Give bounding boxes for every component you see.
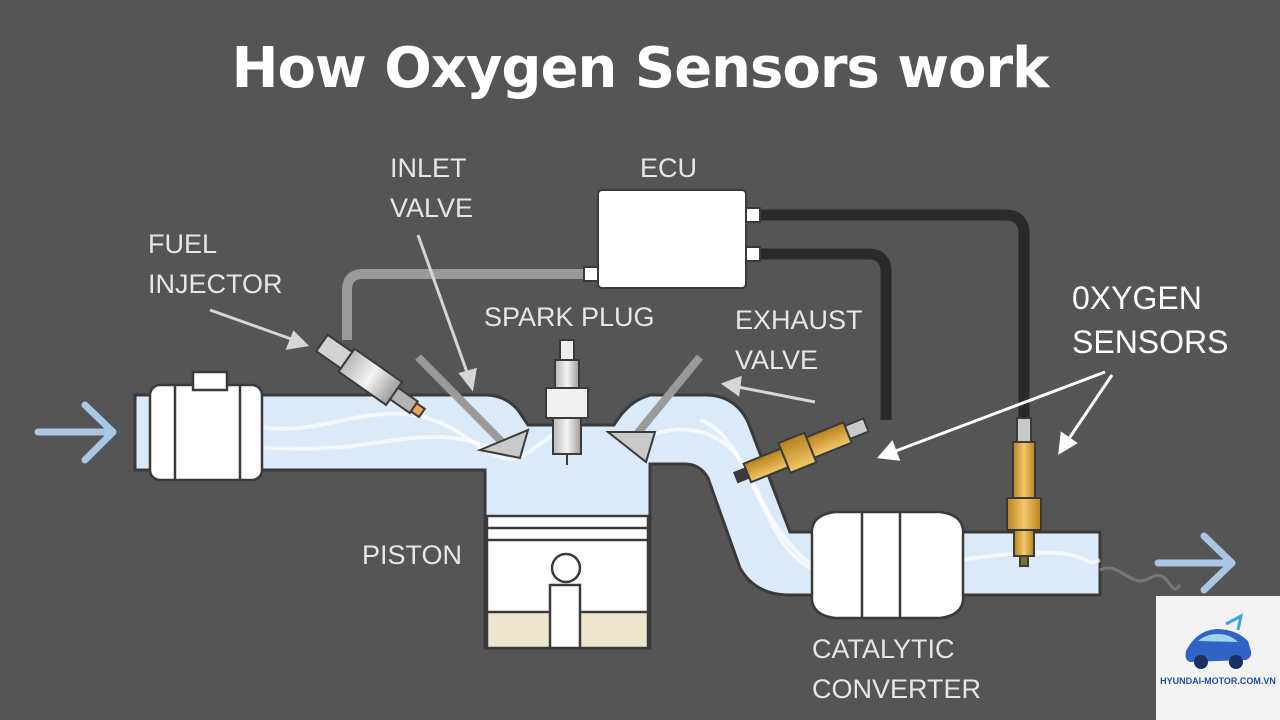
pointer-lines — [209, 234, 816, 404]
label-fuel-injector: FUEL INJECTOR — [148, 229, 283, 299]
ecu-box — [583, 189, 761, 289]
oxygen-sensor-upstream — [733, 417, 870, 484]
logo-text: HYUNDAI-MOTOR.COM.VN — [1160, 676, 1276, 686]
exhaust-smoke — [1099, 566, 1182, 591]
oxygen-sensor-pointers — [877, 370, 1114, 461]
exhaust-valve — [605, 354, 704, 464]
label-oxygen-sensors: 0XYGEN SENSORS — [1072, 280, 1229, 360]
car-logo-icon — [1185, 613, 1252, 669]
fuel-injector — [314, 333, 427, 419]
label-inlet-valve: INLET VALVE — [390, 153, 474, 223]
label-spark-plug: SPARK PLUG — [484, 302, 655, 332]
page-title: How Oxygen Sensors work — [231, 36, 1050, 101]
air-flow-meter — [148, 370, 264, 482]
inflow-arrow — [34, 401, 117, 464]
catalytic-converter — [810, 510, 965, 620]
piston — [485, 514, 650, 650]
site-logo: HYUNDAI-MOTOR.COM.VN — [1156, 596, 1280, 720]
label-exhaust-valve: EXHAUST VALVE — [735, 305, 863, 375]
ecu-wires — [342, 209, 1030, 420]
outflow-arrow — [1154, 532, 1236, 594]
label-piston: PISTON — [362, 540, 463, 570]
label-ecu: ECU — [640, 153, 698, 183]
label-catalytic-converter: CATALYTIC CONVERTER — [812, 634, 982, 704]
spark-plug — [545, 339, 589, 465]
oxygen-sensor-downstream — [1006, 417, 1042, 567]
inlet-valve — [415, 354, 530, 460]
